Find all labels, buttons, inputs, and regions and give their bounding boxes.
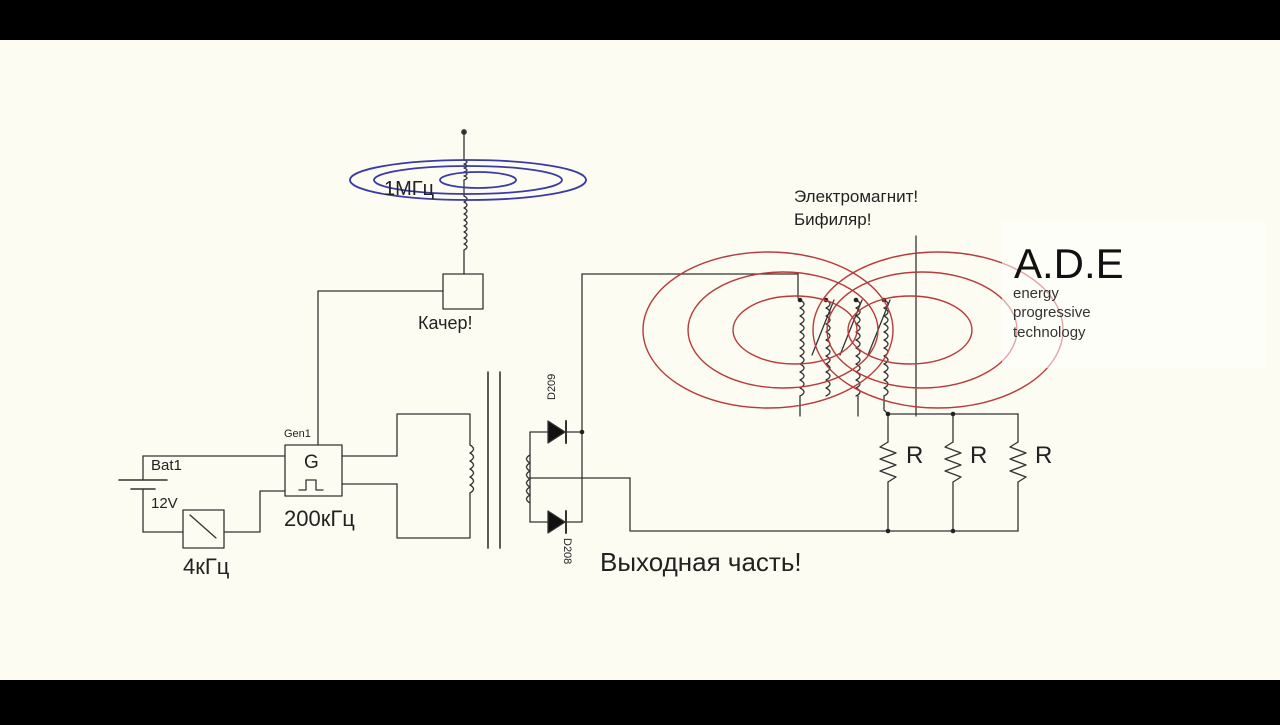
output-wire-top <box>581 273 799 299</box>
primary-wire <box>396 413 471 457</box>
battery-voltage-label: 12V <box>151 495 178 512</box>
kacher-label: Качер! <box>418 313 473 333</box>
generator-pulse-symbol <box>298 479 324 491</box>
logo-line-3: technology <box>1013 324 1086 341</box>
switch-frequency-label: 4кГц <box>183 554 230 579</box>
antenna-tip <box>461 129 467 135</box>
logo-panel <box>1002 221 1266 368</box>
resistor-1 <box>879 413 897 532</box>
junction-dots <box>579 297 956 534</box>
generator-name-label: Gen1 <box>284 428 311 440</box>
logo-line-2: progressive <box>1013 304 1091 321</box>
switch-box <box>182 509 225 549</box>
electromagnet-label: Электромагнит! <box>794 187 919 206</box>
diode-top <box>547 420 566 444</box>
logo-title: A.D.E <box>1014 240 1124 287</box>
secondary-coil <box>525 454 531 504</box>
resistor-2-label: R <box>970 442 988 469</box>
generator-box <box>284 444 343 497</box>
primary-return-wire <box>396 483 471 539</box>
antenna-field <box>349 159 587 201</box>
logo-line-1: energy <box>1013 285 1059 302</box>
output-part-label: Выходная часть! <box>600 547 802 577</box>
resistor-2 <box>944 413 962 532</box>
diode-bottom <box>547 510 566 534</box>
switch-blade <box>189 514 217 539</box>
generator-symbol-label: G <box>304 452 319 473</box>
generator-frequency-label: 200кГц <box>284 506 355 531</box>
diode-bottom-label: D208 <box>561 538 573 565</box>
kacher-feed-wire <box>317 290 444 446</box>
kacher-coil <box>463 195 468 251</box>
bifilar-label: Бифиляр! <box>794 210 872 229</box>
bifilar-electromagnet <box>799 235 917 417</box>
resistor-1-label: R <box>906 442 924 469</box>
switch-to-gen-wire <box>223 490 286 533</box>
resistor-3 <box>1009 413 1027 532</box>
antenna-frequency-label: 1МГц <box>384 178 435 200</box>
primary-coil <box>469 444 475 494</box>
diode-top-label: D209 <box>546 373 558 400</box>
secondary-wire <box>529 431 549 523</box>
battery <box>118 455 168 533</box>
resistor-3-label: R <box>1035 442 1053 469</box>
battery-name-label: Bat1 <box>151 457 182 474</box>
